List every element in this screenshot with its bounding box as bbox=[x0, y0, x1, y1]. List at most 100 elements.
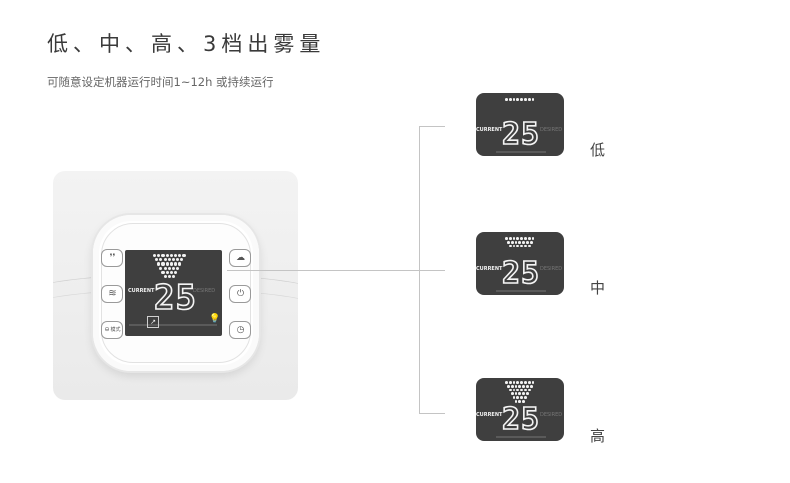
mist-dot bbox=[516, 388, 520, 392]
cloud-mist-icon: ☁ bbox=[236, 252, 245, 263]
mist-dot bbox=[520, 98, 524, 101]
heat-button[interactable]: ≋ bbox=[101, 285, 123, 303]
water-drop-button[interactable]: ❜❜ bbox=[101, 249, 123, 267]
lcd-level-high: CURRENT DESIRED 25 bbox=[476, 378, 564, 441]
status-bar-medium bbox=[496, 290, 546, 292]
mist-dot bbox=[516, 237, 520, 240]
current-label-low: CURRENT bbox=[476, 127, 503, 133]
mist-dot bbox=[155, 258, 159, 262]
mist-dot bbox=[527, 388, 531, 392]
mist-dot bbox=[524, 396, 527, 400]
mist-dot bbox=[527, 237, 531, 240]
mist-dot bbox=[163, 266, 167, 270]
mode-icon: ⊖ bbox=[104, 326, 110, 333]
mist-dot bbox=[529, 240, 533, 244]
mist-dot bbox=[180, 258, 184, 262]
level-label-medium: 中 bbox=[590, 279, 606, 297]
mist-dot bbox=[163, 258, 167, 262]
mode-button[interactable]: ⊖ 模式 bbox=[101, 321, 123, 339]
mist-dot bbox=[527, 244, 531, 248]
mist-dot bbox=[157, 262, 161, 266]
mist-dot bbox=[522, 400, 525, 403]
mist-dot bbox=[512, 244, 516, 248]
light-icon: 💡 bbox=[209, 314, 221, 324]
mist-dot bbox=[178, 254, 182, 258]
desired-label-high: DESIRED bbox=[540, 412, 563, 418]
mist-dot bbox=[525, 392, 529, 396]
mist-dot bbox=[508, 381, 512, 384]
mist-dot bbox=[524, 244, 527, 248]
mist-dot bbox=[176, 266, 180, 270]
mist-dot bbox=[153, 254, 157, 258]
mist-dot bbox=[512, 381, 516, 384]
page-title: 低、中、高、3档出雾量 bbox=[47, 32, 326, 56]
mist-dot bbox=[169, 254, 173, 258]
mist-dot bbox=[163, 275, 167, 279]
temperature-readout-medium: 25 bbox=[501, 255, 541, 292]
mist-dot bbox=[167, 275, 171, 279]
mist-dot bbox=[520, 396, 524, 400]
mist-dot bbox=[520, 237, 524, 240]
mist-dot bbox=[165, 262, 169, 266]
page-subtitle: 可随意设定机器运行时间1~12h 或持续运行 bbox=[47, 75, 274, 89]
mist-dot bbox=[524, 381, 527, 384]
mist-dot bbox=[167, 266, 171, 270]
mist-dot bbox=[510, 384, 514, 388]
mist-dot bbox=[520, 388, 524, 392]
mist-dot bbox=[514, 240, 518, 244]
power-icon: ⏻ bbox=[236, 288, 245, 299]
connector-horizontal bbox=[227, 270, 419, 271]
mist-dot bbox=[167, 258, 171, 262]
desired-label-low: DESIRED bbox=[540, 127, 563, 133]
mist-dot bbox=[508, 237, 512, 240]
mist-dot bbox=[518, 392, 522, 396]
mist-dot bbox=[512, 98, 516, 101]
mist-dot bbox=[512, 237, 516, 240]
mist-dot bbox=[505, 381, 508, 384]
main-lcd-display: CURRENT DESIRED 25 ↗ 💡 bbox=[125, 250, 222, 336]
timer-button[interactable]: ◷ bbox=[229, 321, 251, 339]
mist-dot bbox=[174, 270, 178, 274]
mist-dot bbox=[174, 262, 178, 266]
mist-dot bbox=[522, 384, 525, 388]
current-label-high: CURRENT bbox=[476, 412, 503, 418]
mist-dot bbox=[514, 392, 518, 396]
temperature-readout: 25 bbox=[153, 277, 197, 319]
mist-dot bbox=[512, 396, 516, 400]
mist-dot bbox=[520, 244, 524, 248]
mist-dot bbox=[527, 381, 531, 384]
mist-dot bbox=[161, 262, 165, 266]
connector-to-low bbox=[419, 126, 445, 127]
mist-dot bbox=[171, 266, 176, 270]
temperature-readout-low: 25 bbox=[501, 116, 541, 153]
mist-dot bbox=[505, 237, 508, 240]
mist-dot bbox=[531, 381, 535, 384]
lcd-level-low: CURRENT DESIRED 25 bbox=[476, 93, 564, 156]
water-drop-icon: ❜❜ bbox=[109, 252, 116, 263]
mist-dot bbox=[161, 254, 165, 258]
mist-dot bbox=[531, 98, 535, 101]
mist-dot bbox=[525, 240, 529, 244]
mist-dot bbox=[514, 384, 518, 388]
mist-dot bbox=[505, 98, 508, 101]
mist-dot bbox=[516, 244, 520, 248]
mist-dot bbox=[165, 270, 169, 274]
mist-dot bbox=[171, 258, 176, 262]
desired-label-medium: DESIRED bbox=[540, 266, 563, 272]
level-label-high: 高 bbox=[590, 427, 606, 445]
mist-dot bbox=[514, 400, 518, 403]
mist-dot bbox=[508, 244, 512, 248]
mist-button[interactable]: ☁ bbox=[229, 249, 251, 267]
timer-icon: ◷ bbox=[236, 324, 245, 335]
mist-dot bbox=[508, 98, 512, 101]
status-bar-low bbox=[496, 151, 546, 153]
mist-dot bbox=[171, 275, 176, 279]
level-label-low: 低 bbox=[590, 141, 606, 159]
mist-dot bbox=[510, 392, 514, 396]
power-button[interactable]: ⏻ bbox=[229, 285, 251, 303]
heat-wave-icon: ≋ bbox=[108, 288, 117, 299]
mist-dot bbox=[174, 254, 178, 258]
status-bar bbox=[129, 324, 217, 326]
mist-dot bbox=[522, 240, 525, 244]
mist-dot bbox=[510, 240, 514, 244]
